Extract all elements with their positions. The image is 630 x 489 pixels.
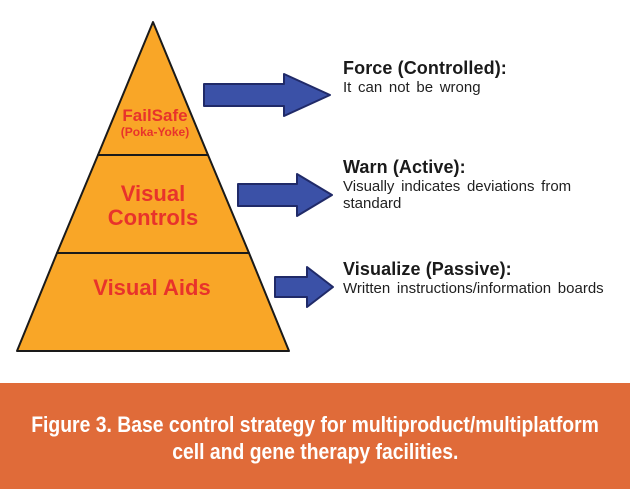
annotation-force-heading: Force (Controlled): <box>343 58 507 78</box>
pyramid-label-failsafe: FailSafe (Poka-Yoke) <box>75 106 235 139</box>
figure-caption-line1: Figure 3. Base control strategy for mult… <box>31 412 599 437</box>
pyramid-and-arrows-graphic <box>16 21 334 352</box>
annotation-visualize-body: Written instructions/information boards <box>343 280 604 297</box>
arrow-right-icon-top <box>203 73 331 117</box>
poka-yoke-sublabel: (Poka-Yoke) <box>120 125 190 139</box>
annotation-force-body: It can not be wrong <box>343 79 481 96</box>
annotation-warn-heading: Warn (Active): <box>343 157 466 177</box>
annotation-warn-body: Visually indicates deviations from stand… <box>343 178 572 212</box>
figure-caption-bar: Figure 3. Base control strategy for mult… <box>0 383 630 489</box>
annotation-warn: Warn (Active): Visually indicates deviat… <box>343 157 621 212</box>
arrow-right-icon-middle <box>237 173 333 217</box>
annotation-force: Force (Controlled): It can not be wrong <box>343 58 621 96</box>
pyramid-label-visual-aids: Visual Aids <box>93 275 211 300</box>
annotation-visualize: Visualize (Passive): Written instruction… <box>343 259 621 297</box>
figure-caption-line2: cell and gene therapy facilities. <box>171 439 459 464</box>
pyramid-level-visual-aids-shape <box>16 252 290 352</box>
annotation-visualize-heading: Visualize (Passive): <box>343 259 512 279</box>
failsafe-label: FailSafe <box>122 106 188 125</box>
arrow-right-icon-bottom <box>274 266 334 308</box>
pyramid-label-visual-controls: Visual Controls <box>107 181 199 230</box>
